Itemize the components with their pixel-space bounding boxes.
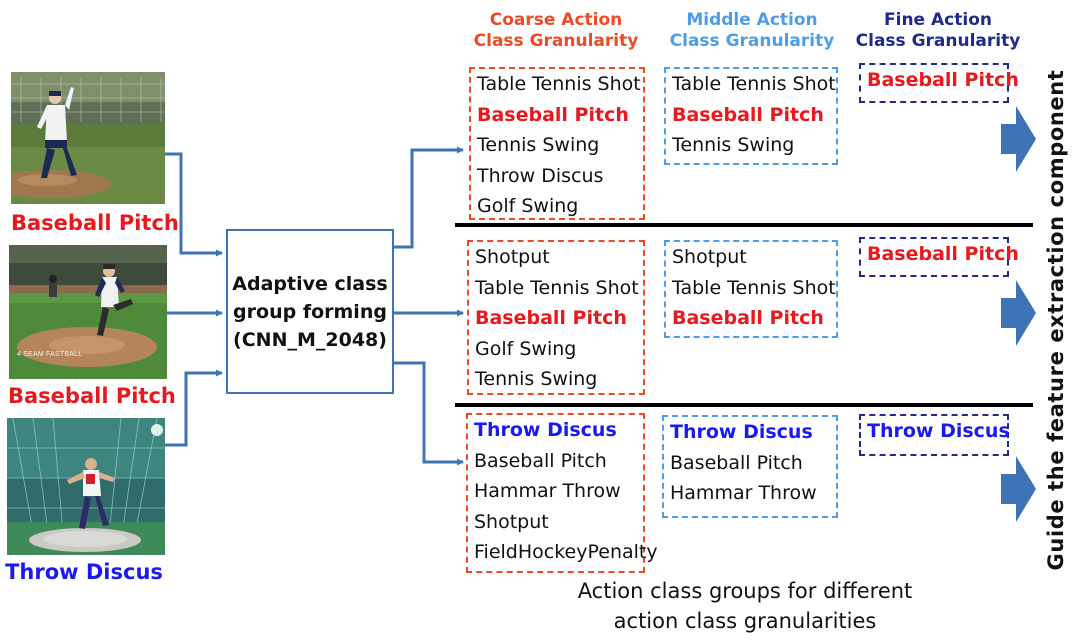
photo-baseball-pitch-2: 4 SEAM FASTBALL — [9, 245, 167, 379]
guide-arrow-2 — [1001, 280, 1036, 346]
photo-throw-discus — [7, 418, 165, 555]
class-item: Shotput — [474, 510, 549, 533]
header-middle-line-1: Middle Action — [686, 10, 818, 30]
class-item: Table Tennis Shot — [475, 276, 639, 299]
connector-box-to-group-1 — [394, 146, 464, 249]
central-box-line-3: (CNN_M_2048) — [233, 328, 387, 351]
footer-line-2: action class granularities — [613, 609, 877, 633]
highlighted-class-item: Baseball Pitch — [672, 103, 824, 126]
photo-watermark: 4 SEAM FASTBALL — [17, 351, 83, 358]
row-divider-1 — [455, 223, 1033, 227]
fine-group-box-2: Baseball Pitch — [859, 237, 1019, 277]
photo-baseball-pitch-1 — [11, 72, 165, 204]
guide-arrow-1 — [1001, 106, 1036, 172]
highlighted-class-item: Baseball Pitch — [867, 69, 1019, 91]
class-item: Baseball Pitch — [474, 449, 607, 472]
header-coarse-line-1: Coarse Action — [489, 10, 623, 30]
class-item: Table Tennis Shot — [672, 73, 836, 95]
fine-group-box-1: Baseball Pitch — [859, 63, 1019, 103]
header-fine-line-2: Class Granularity — [855, 31, 1021, 51]
fine-group-box-3: Throw Discus — [859, 414, 1010, 456]
footer-caption: Action class groups for different action… — [540, 576, 950, 636]
highlighted-class-item: Baseball Pitch — [867, 243, 1019, 265]
class-item: Shotput — [672, 246, 747, 268]
adaptive-class-group-forming-box: Adaptive class group forming (CNN_M_2048… — [226, 229, 394, 394]
class-item: Hammar Throw — [670, 482, 817, 504]
header-fine-line-1: Fine Action — [884, 10, 992, 30]
highlighted-class-item: Baseball Pitch — [475, 307, 627, 329]
header-middle-line-2: Class Granularity — [669, 31, 835, 51]
class-item: Table Tennis Shot — [672, 276, 836, 299]
photo-label-baseball-pitch-2: Baseball Pitch — [8, 384, 176, 408]
connector-photo1-to-box — [165, 152, 223, 257]
class-item: Tennis Swing — [475, 368, 598, 390]
class-item: Golf Swing — [477, 195, 579, 217]
footer-line-1: Action class groups for different — [577, 579, 913, 603]
class-item: Shotput — [475, 246, 550, 268]
row-divider-2 — [455, 403, 1033, 407]
class-item: Throw Discus — [477, 164, 604, 187]
header-coarse-line-2: Class Granularity — [473, 31, 639, 51]
class-item: Baseball Pitch — [670, 451, 803, 474]
central-box-line-1: Adaptive class — [232, 272, 388, 295]
header-fine: Fine Action Class Granularity — [848, 10, 1028, 52]
highlighted-class-item: Baseball Pitch — [672, 307, 824, 329]
photo-label-throw-discus: Throw Discus — [5, 560, 163, 584]
photo-label-baseball-pitch-1: Baseball Pitch — [11, 211, 179, 235]
highlighted-class-item: Baseball Pitch — [477, 103, 629, 126]
class-item: FieldHockeyPenalty — [474, 541, 658, 563]
highlighted-class-item: Throw Discus — [867, 420, 1010, 442]
side-label: Guide the feature extraction component — [1044, 69, 1068, 571]
highlighted-class-item: Throw Discus — [670, 421, 813, 443]
class-item: Hammar Throw — [474, 480, 621, 502]
class-item: Tennis Swing — [672, 134, 795, 156]
class-item: Golf Swing — [475, 337, 577, 360]
class-item: Tennis Swing — [477, 134, 600, 156]
header-middle: Middle Action Class Granularity — [662, 10, 842, 52]
guide-arrow-3 — [1001, 456, 1036, 522]
connector-photo3-to-box — [165, 369, 223, 447]
highlighted-class-item: Throw Discus — [474, 419, 617, 441]
class-item: Table Tennis Shot — [477, 73, 641, 95]
header-coarse: Coarse Action Class Granularity — [466, 10, 646, 52]
connector-box-to-group-3 — [394, 361, 464, 466]
central-box-line-2: group forming — [233, 300, 387, 323]
